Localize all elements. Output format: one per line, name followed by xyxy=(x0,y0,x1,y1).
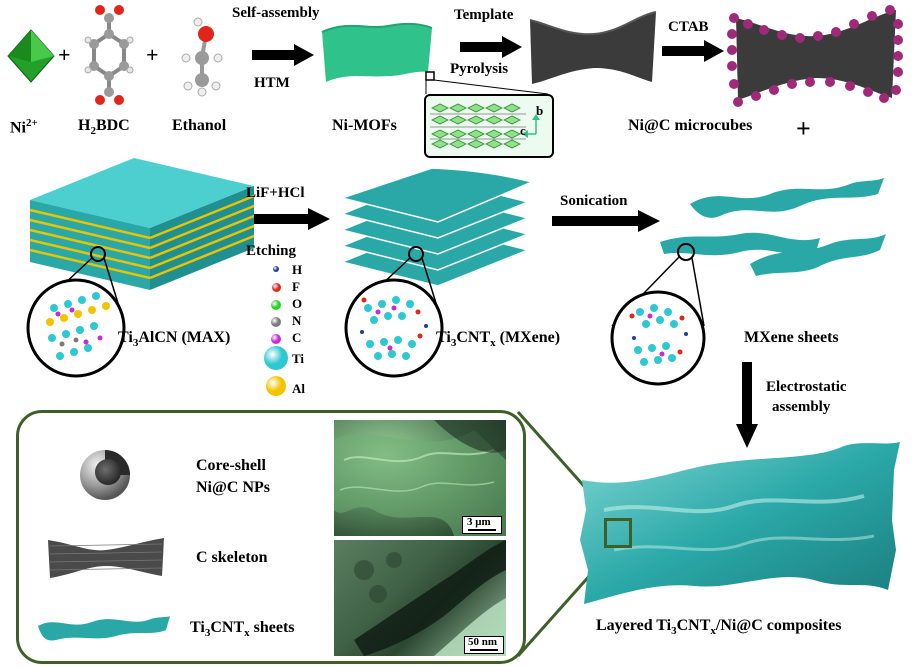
legend-atom-ti xyxy=(264,346,288,370)
legend-label-ti: Ti xyxy=(292,351,305,366)
axis-arrows-icon xyxy=(522,114,540,138)
ni-ion-label: Ni2+ xyxy=(10,117,38,137)
ti3cntx-sheets-label: Ti3CNTx sheets xyxy=(190,619,295,640)
ethanol-label: Ethanol xyxy=(172,117,227,134)
legend-label-n: N xyxy=(292,313,302,328)
scale-bar-2: 50 nm xyxy=(464,636,504,654)
arrow-right-icon xyxy=(662,40,724,62)
lif-hcl-label: LiF+HCl xyxy=(246,185,305,201)
plus-sign: + xyxy=(146,42,159,67)
sem-texture xyxy=(334,420,506,536)
core-shell-label-2: Ni@C NPs xyxy=(196,479,270,496)
ctab-label: CTAB xyxy=(668,19,709,35)
h2bdc-molecule-icon xyxy=(84,5,134,105)
ni-c-microcubes-label: Ni@C microcubes xyxy=(628,117,753,134)
axis-b-label: b xyxy=(536,103,544,118)
max-label: Ti3AlCN (MAX) xyxy=(118,329,231,350)
mxene-sheets xyxy=(660,178,886,276)
pyrolysis-label: Pyrolysis xyxy=(450,61,509,77)
ethanol-molecule-icon xyxy=(181,17,223,97)
max-magnified-structure xyxy=(26,246,126,378)
ni-c-ctab-sheet xyxy=(727,5,903,107)
scale-bar-1-line xyxy=(468,529,496,531)
arrow-down-icon xyxy=(736,362,758,448)
template-label: Template xyxy=(454,7,514,23)
crystal-lattice xyxy=(430,103,526,149)
arrow-right-icon xyxy=(254,208,330,230)
legend-label-h: H xyxy=(292,262,303,277)
scale-bar-2-line xyxy=(470,649,498,651)
core-shell-sphere-icon xyxy=(80,450,130,500)
legend-atom-f xyxy=(271,283,281,292)
composite-sheet xyxy=(580,442,900,604)
scale-bar-2-label: 50 nm xyxy=(468,636,498,648)
etching-label: Etching xyxy=(246,243,297,259)
composite-label: Layered Ti3CNTx/Ni@C composites xyxy=(596,617,842,638)
zoom-lines xyxy=(425,71,549,95)
legend-atom-h xyxy=(273,266,279,272)
c-skeleton-icon xyxy=(48,538,164,578)
carbon-sheet xyxy=(529,11,657,84)
arrow-right-icon xyxy=(460,36,522,58)
sonication-label: Sonication xyxy=(560,193,628,209)
htm-label: HTM xyxy=(254,75,290,91)
legend-atom-al xyxy=(266,376,286,396)
legend-label-f: F xyxy=(292,279,300,294)
ti3cntx-sheet-icon xyxy=(38,616,170,641)
arrow-right-icon xyxy=(252,44,314,66)
plus-sign: + xyxy=(58,42,71,67)
self-assembly-label: Self-assembly xyxy=(232,5,320,21)
legend-atom-c xyxy=(271,334,281,344)
plus-sign: + xyxy=(796,114,811,143)
legend-atom-n xyxy=(271,317,281,327)
core-shell-label-1: Core-shell xyxy=(196,457,266,474)
max-phase-stack xyxy=(29,158,255,290)
ni-mofs-label: Ni-MOFs xyxy=(332,117,397,134)
legend-label-al: Al xyxy=(292,381,305,396)
tem-image: 50 nm xyxy=(334,540,506,656)
mxene-magnified-structure xyxy=(344,246,444,378)
inset-panel xyxy=(16,410,526,664)
mxene-stack xyxy=(339,167,535,287)
legend-label-o: O xyxy=(292,296,303,311)
legend-label-c: C xyxy=(292,330,302,345)
mxene-sheets-magnified-structure xyxy=(610,243,706,386)
crystal-structure-inset: b c xyxy=(424,94,554,158)
composite-zoom-box xyxy=(604,518,632,548)
legend-atom-o xyxy=(271,300,281,310)
axis-c-label: c xyxy=(520,123,526,138)
h2bdc-label: H2BDC xyxy=(78,117,130,138)
ni-mofs-sheet xyxy=(321,22,433,82)
assembly-label: assembly xyxy=(772,399,831,415)
ni-octahedron-icon xyxy=(7,29,55,83)
arrow-right-icon xyxy=(552,210,660,232)
mxene-sheets-label: MXene sheets xyxy=(744,329,839,346)
scale-bar-1: 3 μm xyxy=(462,516,502,534)
c-skeleton-label: C skeleton xyxy=(196,549,268,566)
sem-image: 3 μm xyxy=(334,420,506,536)
electrostatic-label: Electrostatic xyxy=(766,379,847,395)
mxene-label: Ti3CNTx (MXene) xyxy=(436,329,561,350)
scale-bar-1-label: 3 μm xyxy=(467,516,491,528)
